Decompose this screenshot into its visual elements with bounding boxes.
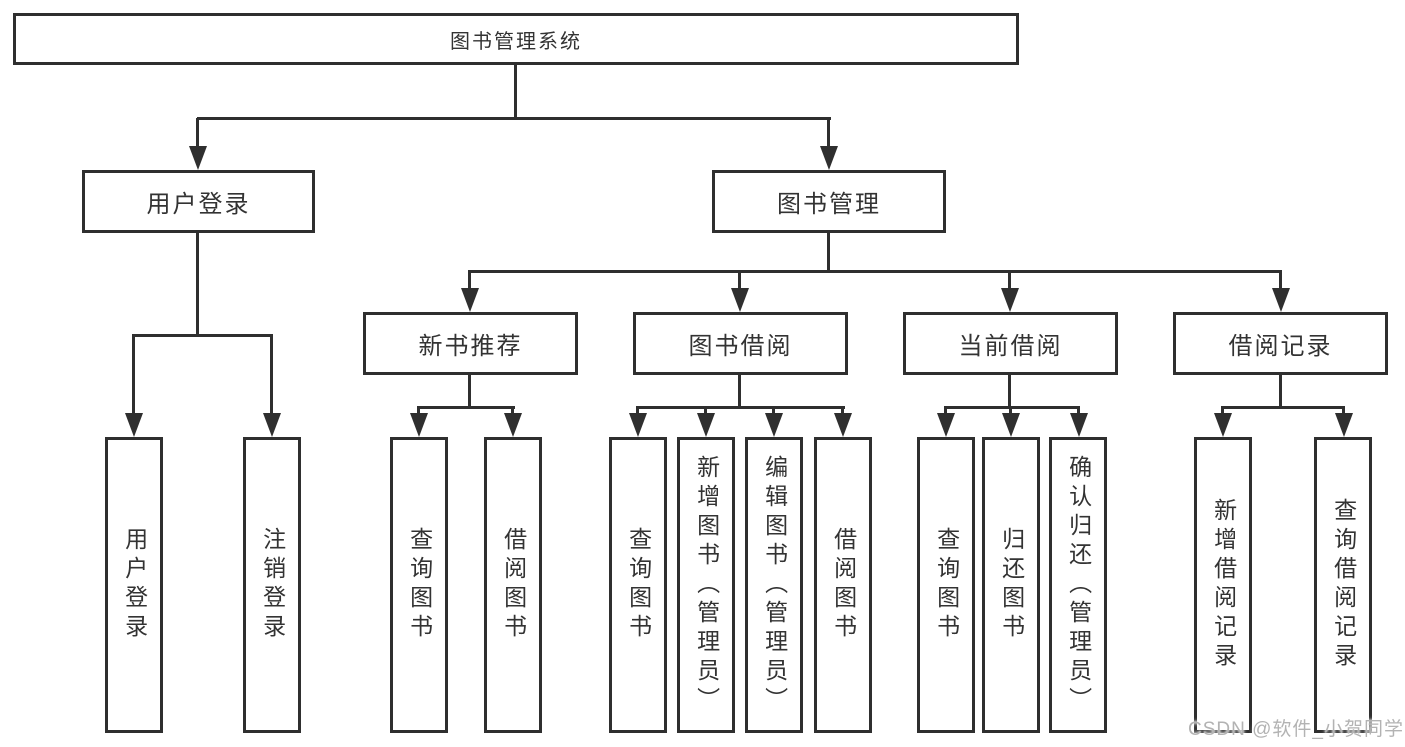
leaf-bb-borrow-book: 借阅图书	[814, 437, 872, 733]
leaf-cb-confirm-return-admin: 确认归还（管理员）	[1049, 437, 1107, 733]
arrowhead-leaf-logout	[263, 413, 281, 437]
arrowhead-cb-confirm	[1070, 413, 1088, 437]
connector-drop-cb-query	[944, 407, 947, 417]
arrowhead-br-query	[1335, 413, 1353, 437]
arrowhead-book-management	[820, 146, 838, 170]
leaf-nb-borrow-book: 借阅图书	[484, 437, 542, 733]
arrowhead-current-borrowing	[1001, 288, 1019, 312]
connector-currentborrow-hbar	[944, 406, 1080, 409]
arrowhead-br-add	[1214, 413, 1232, 437]
arrowhead-bb-query	[629, 413, 647, 437]
leaf-br-query-record: 查询借阅记录	[1314, 437, 1372, 733]
connector-drop-bb-edit	[772, 407, 775, 417]
connector-bookmgmt-stem	[827, 233, 830, 273]
leaf-bb-edit-book-admin: 编辑图书（管理员）	[745, 437, 803, 733]
connector-newbook-hbar	[417, 406, 515, 409]
node-library-system: 图书管理系统	[13, 13, 1019, 65]
connector-drop-borrowing-records	[1279, 271, 1282, 291]
csdn-watermark: CSDN @软件_小贺同学	[1188, 719, 1404, 740]
connector-drop-book-management	[827, 118, 830, 150]
connector-drop-nb-borrow	[511, 407, 514, 417]
connector-drop-cb-confirm	[1077, 407, 1080, 417]
node-book-management: 图书管理	[712, 170, 946, 233]
connector-drop-book-borrowing	[738, 271, 741, 291]
connector-bookborrow-hbar	[636, 406, 845, 409]
connector-bookborrow-stem	[738, 375, 741, 409]
leaf-user-login: 用户登录	[105, 437, 163, 733]
arrowhead-bb-borrow	[834, 413, 852, 437]
connector-drop-cb-return	[1009, 407, 1012, 417]
connector-drop-leaf-logout	[270, 335, 273, 415]
connector-currentborrow-stem	[1008, 375, 1011, 409]
leaf-bb-add-book-admin: 新增图书（管理员）	[677, 437, 735, 733]
leaf-cb-return-book: 归还图书	[982, 437, 1040, 733]
arrowhead-user-login	[189, 146, 207, 170]
connector-drop-bb-borrow	[841, 407, 844, 417]
connector-drop-br-add	[1221, 407, 1224, 417]
arrowhead-bb-edit	[765, 413, 783, 437]
connector-drop-user-login	[196, 118, 199, 150]
connector-drop-leaf-user-login	[132, 335, 135, 415]
arrowhead-borrowing-records	[1272, 288, 1290, 312]
connector-drop-current-borrowing	[1008, 271, 1011, 291]
arrowhead-cb-query	[937, 413, 955, 437]
connector-newbook-stem	[468, 375, 471, 409]
node-user-login: 用户登录	[82, 170, 315, 233]
connector-root-hbar	[197, 117, 831, 120]
leaf-bb-query-book: 查询图书	[609, 437, 667, 733]
connector-drop-nb-query	[417, 407, 420, 417]
connector-drop-bb-query	[636, 407, 639, 417]
connector-userlogin-hbar	[132, 334, 273, 337]
connector-records-hbar	[1221, 406, 1345, 409]
connector-drop-br-query	[1342, 407, 1345, 417]
leaf-cb-query-book: 查询图书	[917, 437, 975, 733]
leaf-logout: 注销登录	[243, 437, 301, 733]
node-borrowing-records: 借阅记录	[1173, 312, 1388, 375]
arrowhead-leaf-user-login	[125, 413, 143, 437]
arrowhead-bb-add	[697, 413, 715, 437]
connector-bookmgmt-hbar	[468, 270, 1282, 273]
arrowhead-nb-query	[410, 413, 428, 437]
arrowhead-nb-borrow	[504, 413, 522, 437]
connector-drop-bb-add	[704, 407, 707, 417]
node-new-book-recommendation: 新书推荐	[363, 312, 578, 375]
leaf-br-add-record: 新增借阅记录	[1194, 437, 1252, 733]
arrowhead-cb-return	[1002, 413, 1020, 437]
arrowhead-new-book	[461, 288, 479, 312]
arrowhead-book-borrowing	[731, 288, 749, 312]
connector-drop-new-book	[468, 271, 471, 291]
node-book-borrowing: 图书借阅	[633, 312, 848, 375]
connector-root-stem	[514, 65, 517, 120]
node-current-borrowing: 当前借阅	[903, 312, 1118, 375]
connector-userlogin-stem	[196, 233, 199, 337]
leaf-nb-query-book: 查询图书	[390, 437, 448, 733]
connector-records-stem	[1279, 375, 1282, 409]
